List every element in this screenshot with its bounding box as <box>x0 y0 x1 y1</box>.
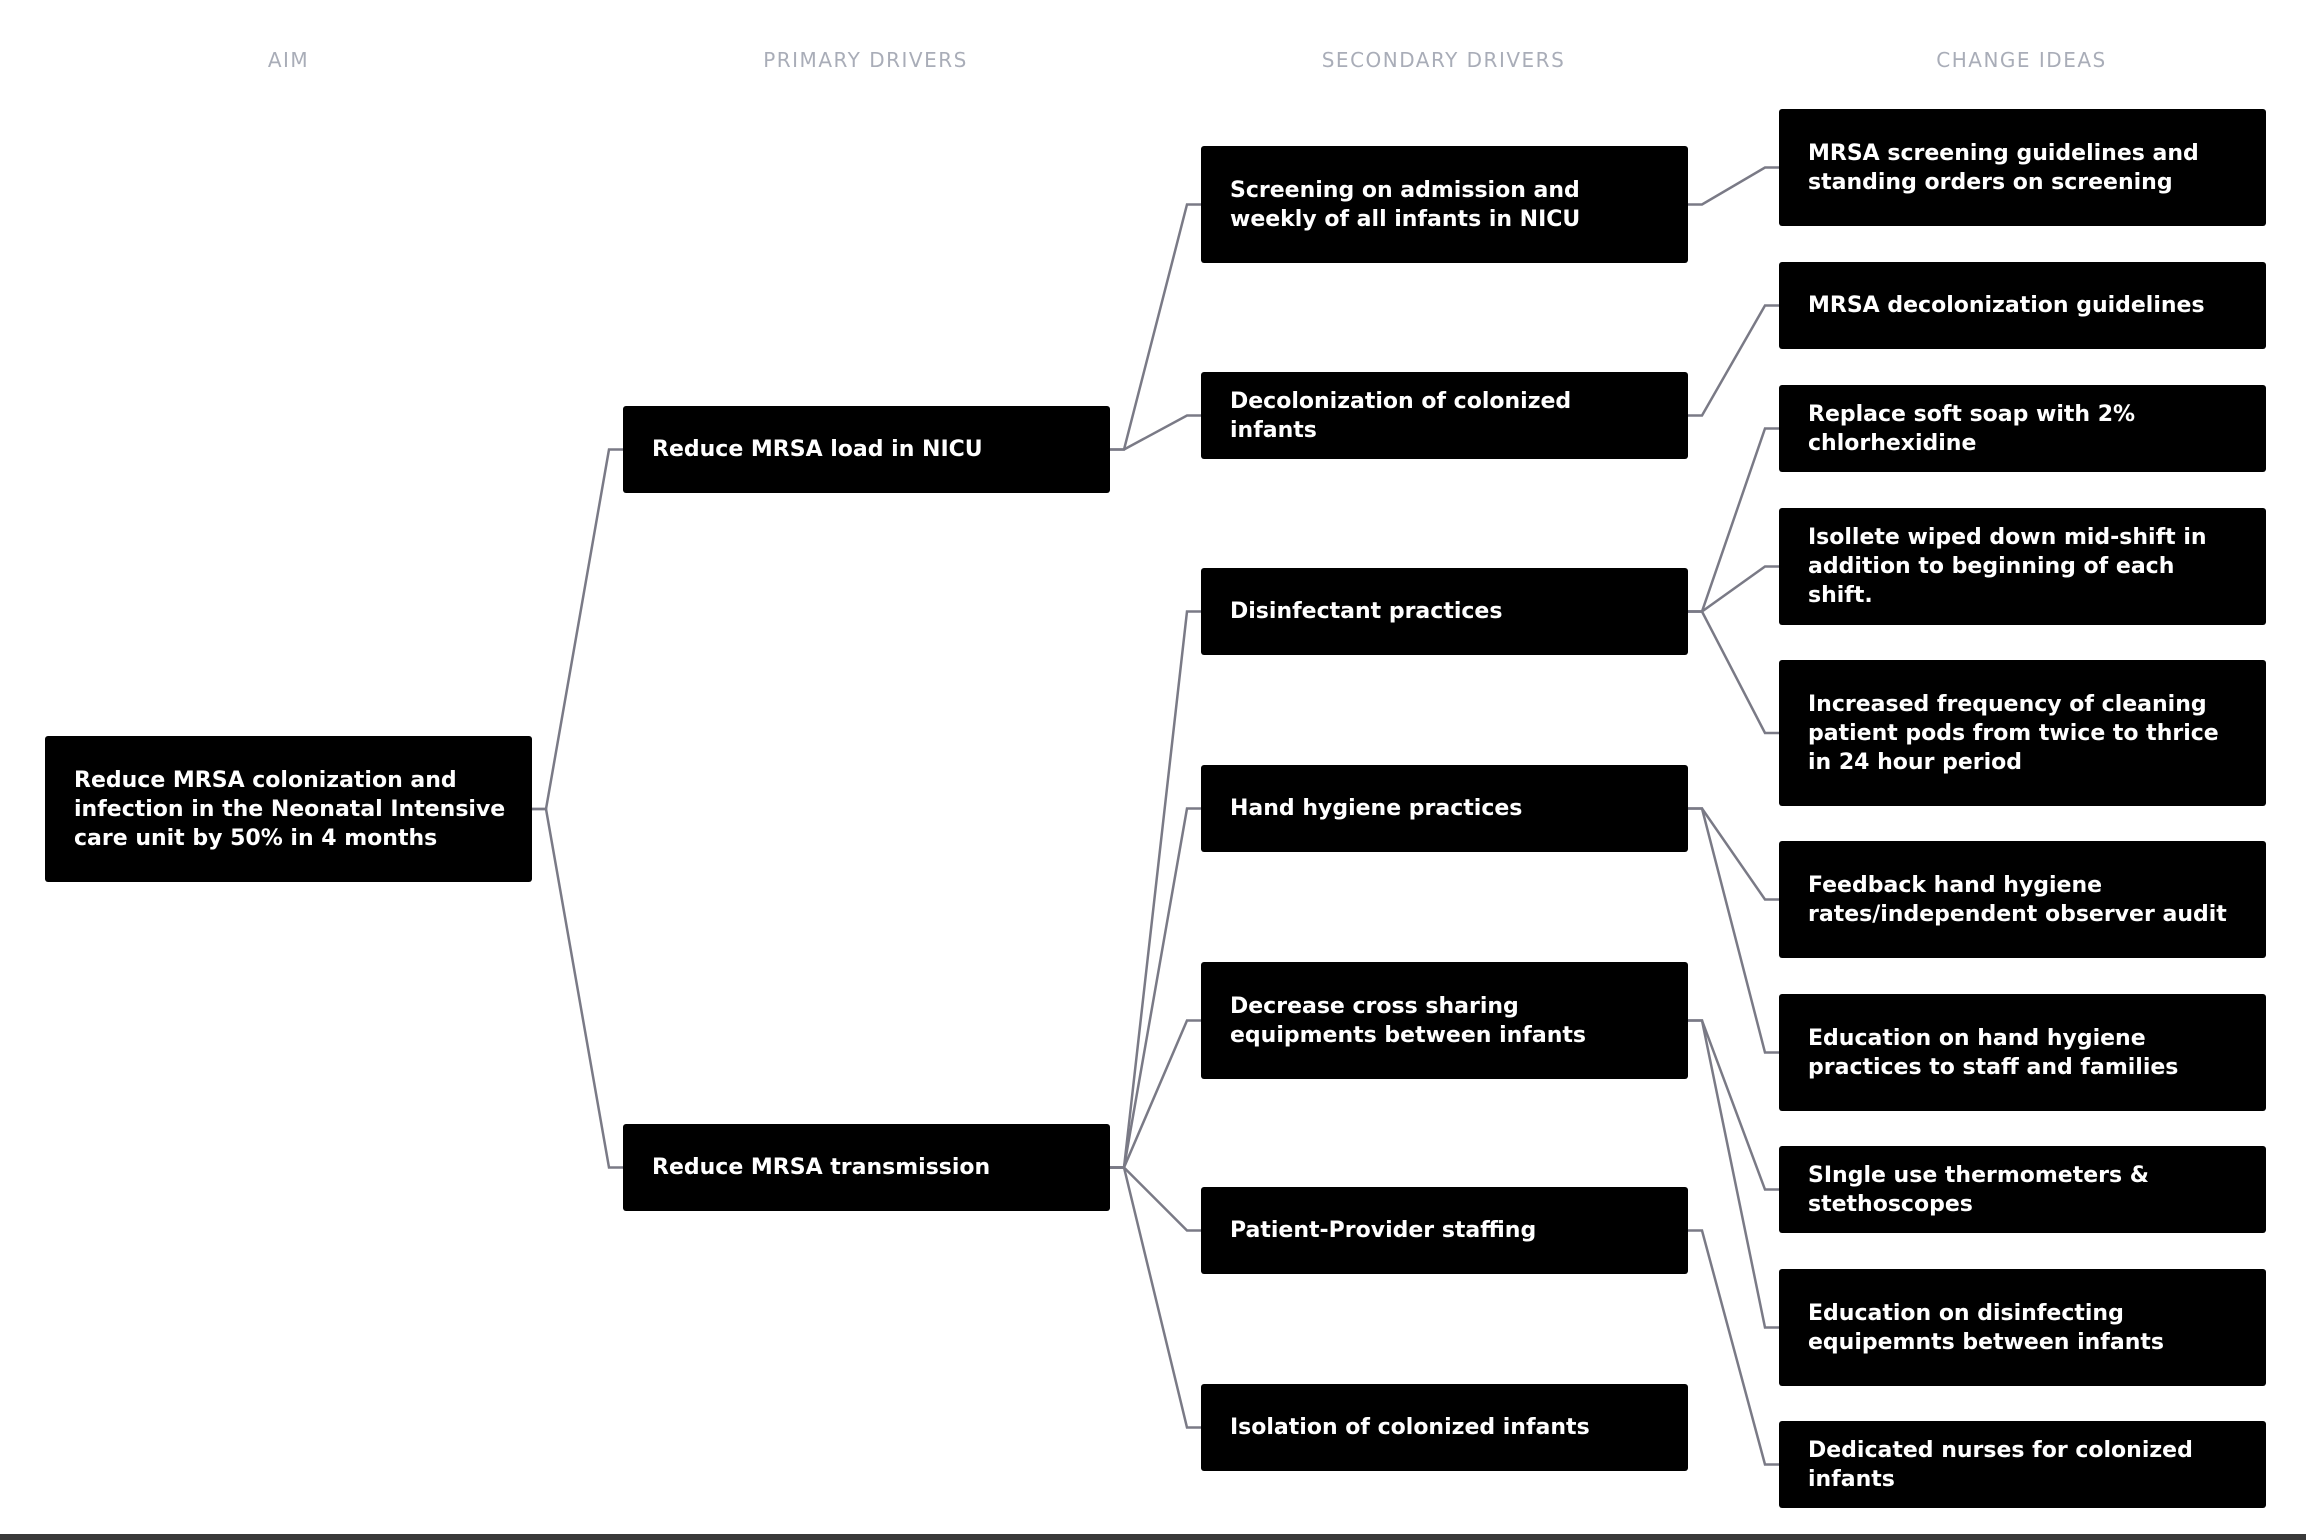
connector-s5-c8 <box>1688 1019 1779 1191</box>
change-idea-node: Increased frequency of cleaning patient … <box>1779 660 2266 806</box>
connector-a1-p2 <box>532 807 623 1169</box>
secondary-driver-node: Hand hygiene practices <box>1201 765 1688 852</box>
connector-s3-c5 <box>1688 610 1779 735</box>
column-header-aim: AIM <box>267 48 310 72</box>
connector-p2-s7 <box>1110 1166 1201 1429</box>
connector-p2-s3 <box>1110 610 1201 1169</box>
secondary-driver-node: Decrease cross sharing equipments betwee… <box>1201 962 1688 1079</box>
connector-p1-s2 <box>1110 414 1201 451</box>
connector-p2-s4 <box>1110 807 1201 1169</box>
change-idea-node: MRSA screening guidelines and standing o… <box>1779 109 2266 226</box>
secondary-driver-node: Disinfectant practices <box>1201 568 1688 655</box>
change-idea-node: Isollete wiped down mid-shift in additio… <box>1779 508 2266 625</box>
connector-s2-c2 <box>1688 304 1779 417</box>
column-header-change-ideas: CHANGE IDEAS <box>1936 48 2107 72</box>
change-idea-node: Education on hand hygiene practices to s… <box>1779 994 2266 1111</box>
connector-s4-c6 <box>1688 807 1779 901</box>
aim-node: Reduce MRSA colonization and infection i… <box>45 736 532 882</box>
connector-a1-p1 <box>532 448 623 811</box>
change-idea-node: Dedicated nurses for colonized infants <box>1779 1421 2266 1508</box>
change-idea-node: Feedback hand hygiene rates/independent … <box>1779 841 2266 958</box>
change-idea-node: Replace soft soap with 2% chlorhexidine <box>1779 385 2266 472</box>
secondary-driver-node: Decolonization of colonized infants <box>1201 372 1688 459</box>
connector-s5-c9 <box>1688 1019 1779 1329</box>
secondary-driver-node: Isolation of colonized infants <box>1201 1384 1688 1471</box>
connector-s3-c3 <box>1688 427 1779 613</box>
secondary-driver-node: Patient-Provider staffing <box>1201 1187 1688 1274</box>
connector-s3-c4 <box>1688 565 1779 613</box>
primary-driver-node: Reduce MRSA load in NICU <box>623 406 1110 493</box>
connector-p2-s6 <box>1110 1166 1201 1232</box>
change-idea-node: MRSA decolonization guidelines <box>1779 262 2266 349</box>
change-idea-node: Education on disinfecting equipemnts bet… <box>1779 1269 2266 1386</box>
connector-p1-s1 <box>1110 203 1201 451</box>
connector-s1-c1 <box>1688 166 1779 206</box>
primary-driver-node: Reduce MRSA transmission <box>623 1124 1110 1211</box>
secondary-driver-node: Screening on admission and weekly of all… <box>1201 146 1688 263</box>
column-header-secondary-drivers: SECONDARY DRIVERS <box>1321 48 1566 72</box>
connector-p2-s5 <box>1110 1019 1201 1169</box>
column-header-primary-drivers: PRIMARY DRIVERS <box>763 48 968 72</box>
change-idea-node: SIngle use thermometers & stethoscopes <box>1779 1146 2266 1233</box>
bottom-divider <box>0 1534 2306 1540</box>
connector-s4-c7 <box>1688 807 1779 1054</box>
connector-s6-c10 <box>1688 1229 1779 1466</box>
